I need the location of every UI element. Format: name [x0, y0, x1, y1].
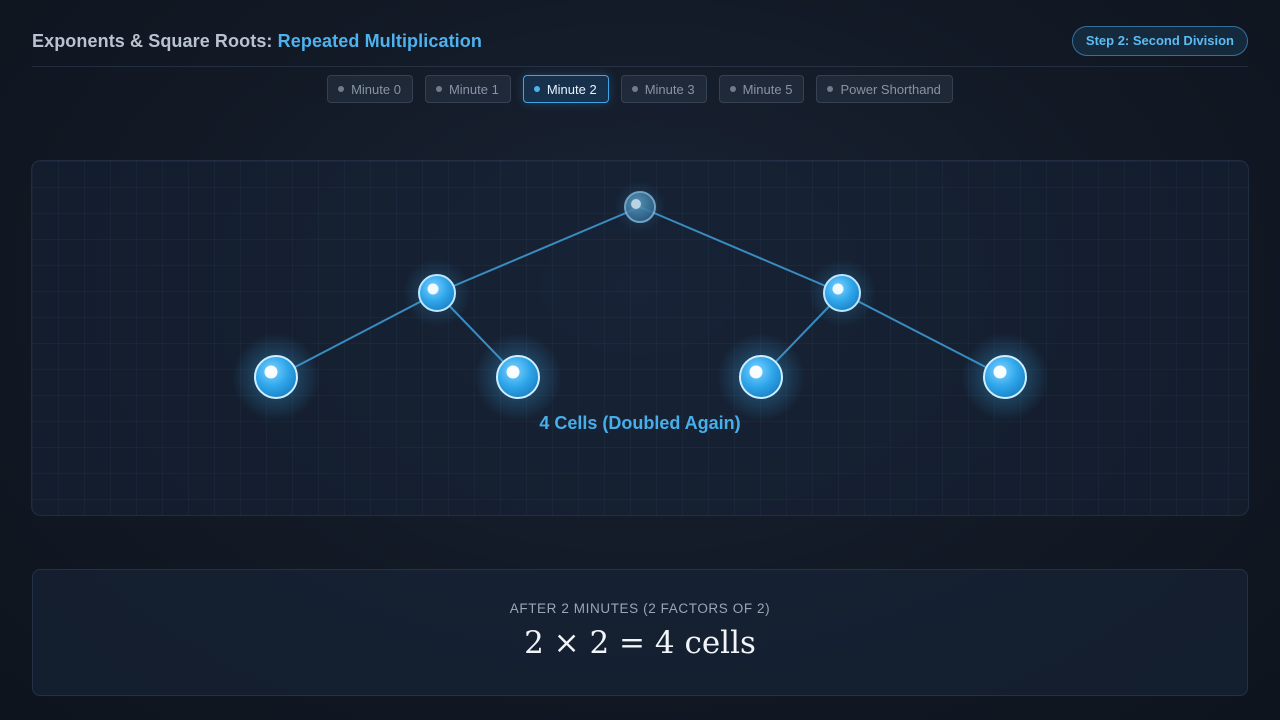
tab-minute-0[interactable]: Minute 0 — [327, 75, 413, 103]
cell-level2-2 — [474, 333, 562, 421]
cell-level2-1 — [232, 333, 320, 421]
edge-root-right — [639, 206, 843, 294]
edge-root-left — [436, 206, 641, 294]
tab-label: Minute 0 — [351, 81, 401, 97]
tab-dot-icon — [435, 86, 442, 92]
diagram-caption: 4 Cells (Doubled Again) — [539, 413, 741, 433]
cell-division-diagram: 4 Cells (Doubled Again) — [31, 160, 1249, 516]
tab-dot-icon — [631, 86, 638, 92]
tab-dot-icon — [533, 86, 540, 92]
tab-label: Minute 1 — [448, 81, 499, 97]
division-tree — [232, 181, 1049, 421]
tab-power-shorthand[interactable]: Power Shorthand — [816, 75, 953, 103]
page-title: Exponents & Square Roots: Repeated Multi… — [32, 31, 482, 52]
tab-label: Minute 5 — [742, 81, 793, 97]
step-badge: Step 2: Second Division — [1071, 26, 1248, 56]
tab-dot-icon — [729, 86, 736, 92]
tab-minute-1[interactable]: Minute 1 — [424, 75, 511, 103]
cell-level1-left — [403, 259, 471, 327]
equation-panel: AFTER 2 MINUTES (2 FACTORS OF 2) 2 × 2 =… — [32, 569, 1248, 696]
tab-dot-icon — [338, 86, 345, 92]
tab-minute-5[interactable]: Minute 5 — [718, 75, 805, 103]
cell-level2-4 — [961, 333, 1049, 421]
cell-level2-3 — [717, 333, 805, 421]
header: Exponents & Square Roots: Repeated Multi… — [32, 22, 1248, 67]
tab-minute-3[interactable]: Minute 3 — [620, 75, 707, 103]
minute-tabs: Minute 0 Minute 1 Minute 2 Minute 3 Minu… — [0, 75, 1280, 103]
tab-label: Minute 3 — [644, 81, 695, 97]
cell-root — [614, 181, 666, 233]
title-accent: Repeated Multiplication — [277, 31, 482, 51]
tab-minute-2[interactable]: Minute 2 — [522, 75, 609, 103]
tab-label: Power Shorthand — [840, 81, 941, 97]
equation-formula: 2 × 2 = 4 cells — [524, 625, 756, 661]
tab-dot-icon — [827, 86, 834, 92]
equation-label: AFTER 2 MINUTES (2 FACTORS OF 2) — [509, 601, 771, 616]
cell-level1-right — [808, 259, 876, 327]
title-prefix: Exponents & Square Roots: — [32, 31, 273, 51]
tab-label: Minute 2 — [546, 81, 597, 97]
